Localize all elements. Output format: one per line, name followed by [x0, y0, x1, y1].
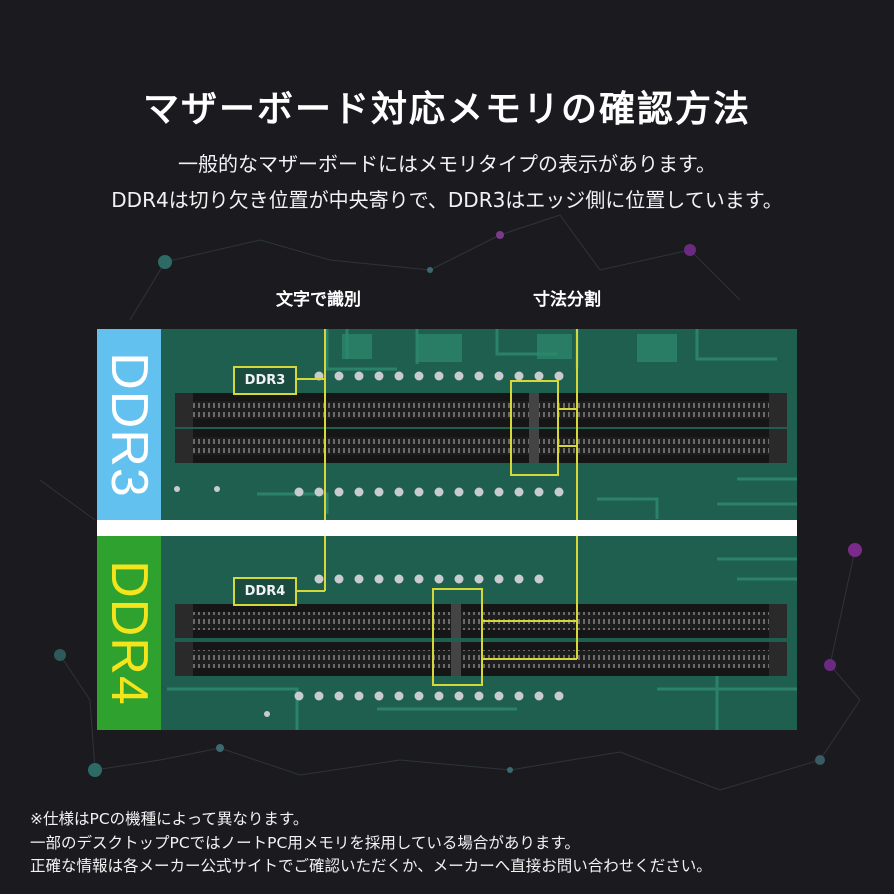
ddr4-silkscreen-label: DDR4	[233, 577, 297, 606]
subtitle-line-2: DDR4は切り欠き位置が中央寄りで、DDR3はエッジ側に位置しています。	[111, 188, 783, 212]
page-title: マザーボード対応メモリの確認方法	[142, 89, 751, 130]
note-line-3: 正確な情報は各メーカー公式サイトでご確認いただくか、メーカーへ直接お問い合わせく…	[30, 857, 712, 875]
note-line-1: ※仕様はPCの機種によって異なります。	[30, 810, 309, 828]
ddr3-side-panel: DDR3	[97, 329, 161, 520]
subtitle-line-1: 一般的なマザーボードにはメモリタイプの表示があります。	[178, 152, 716, 176]
ddr3-silkscreen-label: DDR3	[233, 366, 297, 395]
motherboard-photo: DDR3 DDR4 DDR3 DDR4	[97, 329, 797, 730]
divider-bar	[97, 520, 797, 536]
ddr3-slot-1	[175, 393, 787, 427]
callout-text-identify: 文字で識別	[276, 290, 361, 310]
ddr3-slot-2	[175, 429, 787, 463]
note-line-2: 一部のデスクトップPCではノートPC用メモリを採用している場合があります。	[30, 833, 580, 852]
callout-dimension-split: 寸法分割	[533, 290, 601, 310]
ddr4-side-label: DDR4	[100, 560, 159, 706]
notes-block: ※仕様はPCの機種によって異なります。 一部のデスクトップPCではノートPC用メ…	[30, 808, 712, 879]
ddr4-side-panel: DDR4	[97, 536, 161, 730]
ddr3-side-label: DDR3	[100, 351, 159, 498]
highlight-lines	[295, 329, 578, 686]
